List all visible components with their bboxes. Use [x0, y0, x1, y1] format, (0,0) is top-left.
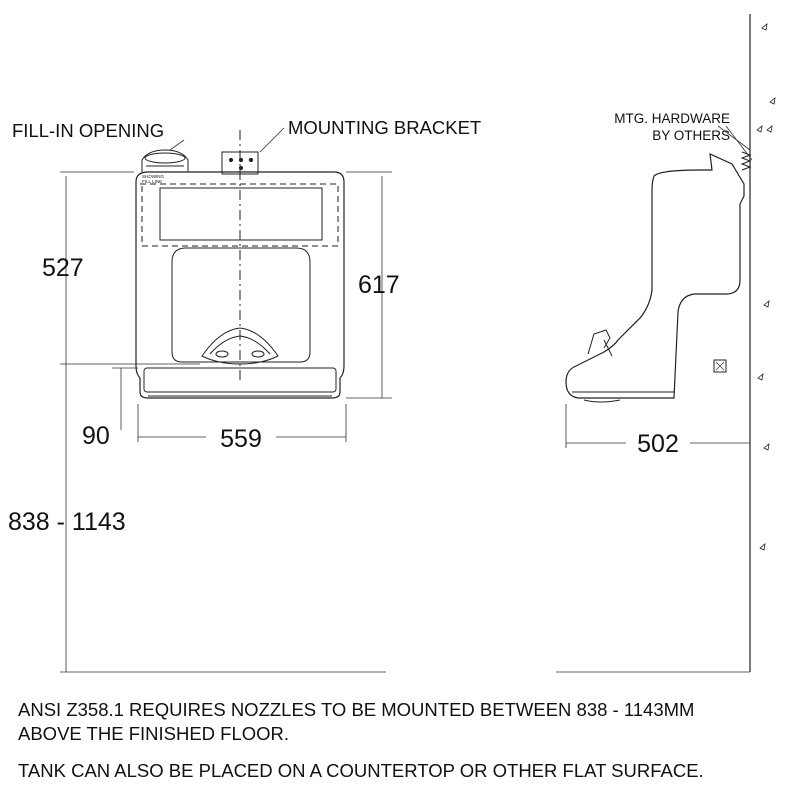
fill-line-mark-1: SHOWING	[142, 174, 164, 179]
mtg-hardware-label-2: BY OTHERS	[652, 128, 730, 143]
side-view	[565, 14, 776, 672]
base-tray	[143, 367, 337, 393]
fill-line-mark-2: FILL LINE	[142, 179, 162, 184]
tank-side-profile	[565, 153, 745, 399]
nozzle-assembly	[201, 327, 279, 365]
dim-tank-width: 559	[220, 425, 262, 453]
front-view	[135, 130, 345, 399]
dim-tank-height: 617	[358, 271, 400, 299]
tank-body	[135, 171, 345, 399]
dimension-lines	[60, 125, 753, 673]
mounting-hardware	[740, 151, 752, 171]
dim-nozzle-height: 527	[42, 254, 84, 282]
fill-opening-label: FILL-IN OPENING	[12, 120, 164, 141]
dim-base-offset: 90	[82, 422, 110, 450]
mounting-bracket-label: MOUNTING BRACKET	[288, 117, 481, 138]
wall-hatch	[756, 23, 776, 551]
basin-cavity	[171, 247, 311, 363]
dim-mount-range: 838 - 1143	[8, 508, 126, 536]
note-line-1: ANSI Z358.1 REQUIRES NOZZLES TO BE MOUNT…	[18, 699, 695, 720]
note-line-3: TANK CAN ALSO BE PLACED ON A COUNTERTOP …	[18, 760, 704, 781]
tank-window	[159, 187, 323, 241]
side-nozzle	[587, 329, 613, 357]
label-plate	[713, 359, 727, 373]
fill-opening-cap	[141, 149, 189, 172]
mtg-hardware-label-1: MTG. HARDWARE	[614, 111, 730, 126]
dim-tank-depth: 502	[637, 430, 679, 458]
note-line-2: ABOVE THE FINISHED FLOOR.	[18, 723, 290, 744]
